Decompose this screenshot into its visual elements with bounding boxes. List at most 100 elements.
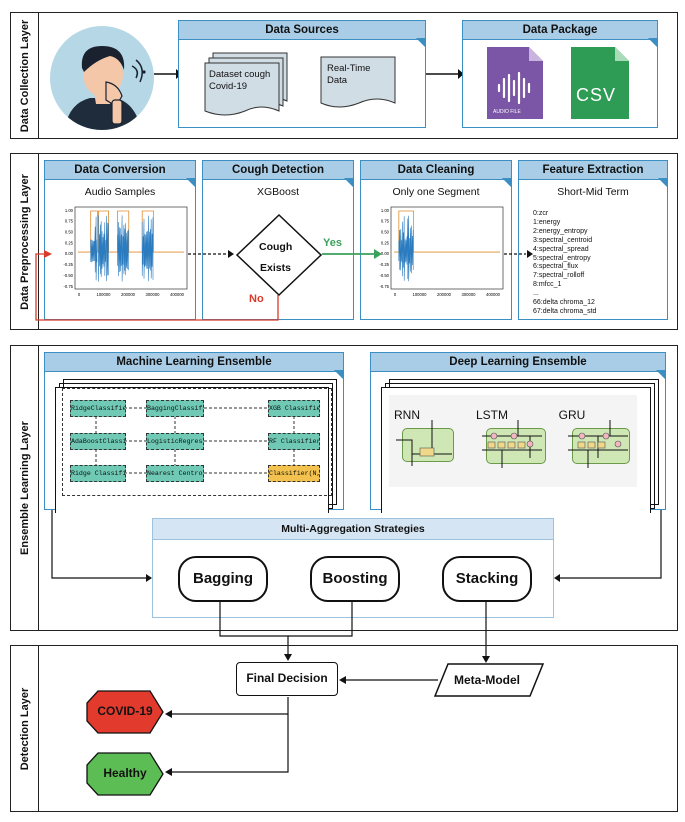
stacking-strategy: Stacking: [442, 556, 532, 602]
feature-item: 66:delta chroma_12: [533, 299, 595, 307]
preprocessing-connectors: [35, 249, 533, 321]
x-tick-label: 400000: [170, 292, 185, 297]
x-tick-label: 400000: [486, 292, 501, 297]
x-tick-label: 300000: [146, 292, 161, 297]
dataset-doc-line-2: Covid-19: [209, 81, 248, 92]
realtime-document-icon: [320, 56, 396, 108]
rnn-lstm-gru-wiring: [396, 420, 628, 468]
y-tick-label: -0.25: [63, 262, 73, 267]
detection-layer: Detection Layer: [10, 645, 678, 812]
healthy-result-shape: [86, 752, 164, 796]
no-label: No: [249, 293, 264, 305]
data-preprocessing-layer: Data Preprocessing Layer: [10, 153, 678, 330]
feature-item: 6:spectral_flux: [533, 263, 579, 271]
bagging-strategy: Bagging: [178, 556, 268, 602]
y-tick-label: 0.25: [65, 240, 74, 245]
classifier-nearest-centroid: Nearest Centroid: [146, 465, 204, 482]
realtime-doc-line-2: Data: [327, 75, 348, 86]
healthy-result-label: Healthy: [103, 766, 147, 780]
classifier-logistic: LogisticRegression: [146, 433, 204, 450]
dl-ensemble-title: Deep Learning Ensemble: [371, 353, 665, 372]
waveform-burst: [141, 215, 154, 282]
waveform-burst: [117, 215, 129, 282]
audio-file-caption: AUDIO FILE: [493, 109, 521, 115]
y-tick-label: 0.75: [65, 219, 74, 224]
data-package-panel: Data Package AUDIO FILE CSV: [462, 20, 658, 128]
feature-item: 8:mfcc_1: [533, 281, 562, 289]
x-tick-label: 100000: [413, 292, 428, 297]
gru-title: GRU: [558, 408, 586, 422]
feature-item: 3:spectral_centroid: [533, 236, 593, 244]
feature-item: 7:spectral_rolloff: [533, 272, 585, 280]
ensemble-learning-layer: Ensemble Learning Layer: [10, 345, 678, 631]
y-tick-label: 0.00: [381, 251, 390, 256]
audio-file-icon: [487, 47, 543, 119]
csv-file-icon: [571, 47, 629, 119]
x-tick-label: 200000: [121, 292, 136, 297]
coughing-person-icon: [50, 26, 154, 130]
x-tick-label: 200000: [437, 292, 452, 297]
rnn-cell-icon: [402, 428, 454, 462]
feature-item: 1:energy: [533, 218, 561, 226]
classifier-ridgecv: RidgeClassifierCV: [70, 400, 126, 417]
classifier-ridge: Ridge Classifier: [70, 465, 126, 482]
data-cleaning-title: Data Cleaning: [361, 161, 511, 180]
boosting-strategy: Boosting: [310, 556, 400, 602]
classifier-bagging: BaggingClassifier: [146, 400, 204, 417]
feature-item: 0:zcr: [533, 210, 549, 217]
aggregation-title: Multi-Aggregation Strategies: [153, 519, 553, 540]
feature-item: ...: [533, 290, 539, 298]
waveform-burst: [98, 215, 109, 282]
x-tick-label: 100000: [97, 292, 112, 297]
feature-item: 4:spectral_spread: [533, 245, 589, 253]
final-decision-box: Final Decision: [236, 662, 338, 696]
segment-marker: [90, 210, 98, 253]
dataset-document-icon: [204, 52, 288, 116]
y-tick-label: 0.50: [65, 230, 74, 235]
waveform-burst: [90, 216, 98, 281]
meta-model-shape: [434, 663, 544, 697]
csv-label: CSV: [576, 85, 617, 105]
data-conversion-subtitle: Audio Samples: [84, 186, 156, 198]
waveform-burst: [398, 215, 414, 282]
classifier-links: [95, 407, 295, 474]
rnn-title: RNN: [394, 408, 420, 422]
feature-extraction-subtitle: Short-Mid Term: [557, 186, 629, 198]
meta-model-label: Meta-Model: [454, 673, 520, 687]
y-tick-label: -0.50: [63, 273, 73, 278]
data-conversion-title: Data Conversion: [45, 161, 195, 180]
feature-item: 67:delta chroma_std: [533, 307, 597, 315]
classifier-adaboost: AdaBoostClassifier: [70, 433, 126, 450]
dataset-doc-line-1: Dataset cough: [209, 69, 271, 80]
y-tick-label: 0.75: [381, 219, 390, 224]
y-tick-label: 0.00: [65, 251, 74, 256]
realtime-doc-line-1: Real-Time: [327, 63, 371, 74]
feature-extraction-title: Feature Extraction: [519, 161, 667, 180]
data-conversion-panel: Data Conversion Audio Samples 1.00 0.75 0.…: [44, 160, 196, 320]
classifier-grid: [62, 388, 332, 496]
feature-item: 2:energy_entropy: [533, 227, 588, 235]
y-tick-label: 1.00: [381, 208, 390, 213]
y-tick-label: -0.75: [379, 284, 389, 289]
data-sources-title: Data Sources: [179, 21, 425, 40]
covid-result-shape: [86, 690, 164, 734]
classifier-rf: RF Classifier: [268, 433, 320, 450]
y-tick-label: 0.25: [381, 240, 390, 245]
y-tick-label: 1.00: [65, 208, 74, 213]
segment-marker: [117, 210, 130, 253]
decision-line-1: Cough: [259, 241, 293, 253]
data-sources-panel: Data Sources Dataset cough Covid-19 Real…: [178, 20, 426, 128]
feature-item: 5:spectral_entropy: [533, 254, 591, 262]
x-tick-label: 300000: [462, 292, 477, 297]
covid-result-label: COVID-19: [97, 704, 153, 718]
x-tick-label: 0: [394, 292, 397, 297]
y-tick-label: 0.50: [381, 230, 390, 235]
decision-line-2: Exists: [260, 262, 291, 274]
ml-ensemble-title: Machine Learning Ensemble: [45, 353, 343, 372]
